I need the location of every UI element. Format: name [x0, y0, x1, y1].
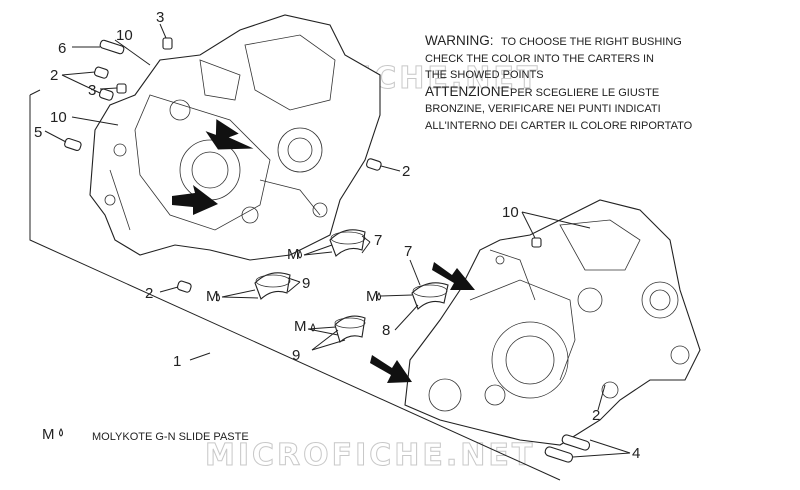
label-6: 6 [58, 40, 66, 57]
label-9-lower: 9 [292, 347, 300, 364]
label-7-lower: 7 [404, 243, 412, 260]
arrow-left-2 [172, 185, 218, 215]
label-5: 5 [34, 124, 42, 141]
label-4: 4 [632, 445, 640, 462]
legend-symbol: M [42, 426, 55, 443]
label-m-b: M [206, 288, 219, 305]
arrow-right-1 [432, 262, 475, 290]
label-8: 8 [382, 322, 390, 339]
bearing-shell-9-upper [254, 272, 291, 300]
bearing-shell-7-upper [329, 229, 366, 257]
screw-3-upper [162, 37, 173, 50]
label-9-upper: 9 [302, 275, 310, 292]
label-2-right: 2 [402, 163, 410, 180]
label-2-bottom: 2 [145, 285, 153, 302]
label-3-lower: 3 [88, 82, 96, 99]
label-m-c: M [366, 288, 379, 305]
warning-heading-en: WARNING: [425, 33, 494, 48]
label-2-upper: 2 [50, 67, 58, 84]
pins-4 [544, 434, 591, 463]
bearing-shell-9-lower [334, 315, 366, 343]
warning-line-1: TO CHOOSE THE RIGHT BUSHING [501, 36, 682, 48]
svg-text:WARNING: TO CHOOSE THE R: WARNING: TO CHOOSE THE RIGHT BUSHING [425, 32, 682, 49]
arrow-left-1 [205, 119, 254, 150]
dowel-pin-6 [99, 39, 125, 55]
label-2-right-lower: 2 [592, 407, 600, 424]
screw-10-right [531, 237, 542, 248]
paste-drop-icons [59, 250, 381, 437]
bushing-2-bottom [176, 280, 192, 293]
label-3-top: 3 [156, 9, 164, 26]
warning-note: WARNING: TO CHOOSE THE RIGHT BUSHING CHE… [425, 32, 693, 132]
dowel-5 [64, 137, 82, 151]
bushing-2-upper [93, 66, 114, 101]
bushing-2-right [366, 158, 382, 171]
crankcase-left-half [89, 14, 381, 261]
screw-3-lower [116, 83, 127, 94]
warning-line-2: CHECK THE COLOR INTO THE CARTERS IN [425, 53, 654, 65]
label-10-left: 10 [50, 109, 67, 126]
label-m-a: M [287, 246, 300, 263]
arrow-right-2 [370, 355, 412, 383]
watermark-bottom: MICROFICHE.NET [205, 438, 535, 473]
label-7-upper: 7 [374, 232, 382, 249]
warning-line-6: ALL'INTERNO DEI CARTER IL COLORE RIPORTA… [425, 120, 693, 132]
legend-text: MOLYKOTE G-N SLIDE PASTE [92, 431, 249, 443]
label-10-top: 10 [116, 27, 133, 44]
label-m-d: M [294, 318, 307, 335]
leader-lines [44, 23, 631, 458]
legend: M MOLYKOTE G-N SLIDE PASTE [42, 426, 249, 443]
warning-line-5: BRONZINE, VERIFICARE NEI PUNTI INDICATI [425, 103, 661, 115]
crankcase-right-half [404, 199, 701, 446]
warning-line-4: PER SCEGLIERE LE GIUSTE [510, 87, 659, 99]
assembly-bracket [29, 89, 561, 481]
warning-line-3: THE SHOWED POINTS [425, 69, 544, 81]
warning-heading-it: ATTENZIONE: [425, 84, 513, 99]
label-1: 1 [173, 353, 181, 370]
bearing-shell-8 [411, 282, 449, 310]
label-10-right: 10 [502, 204, 519, 221]
